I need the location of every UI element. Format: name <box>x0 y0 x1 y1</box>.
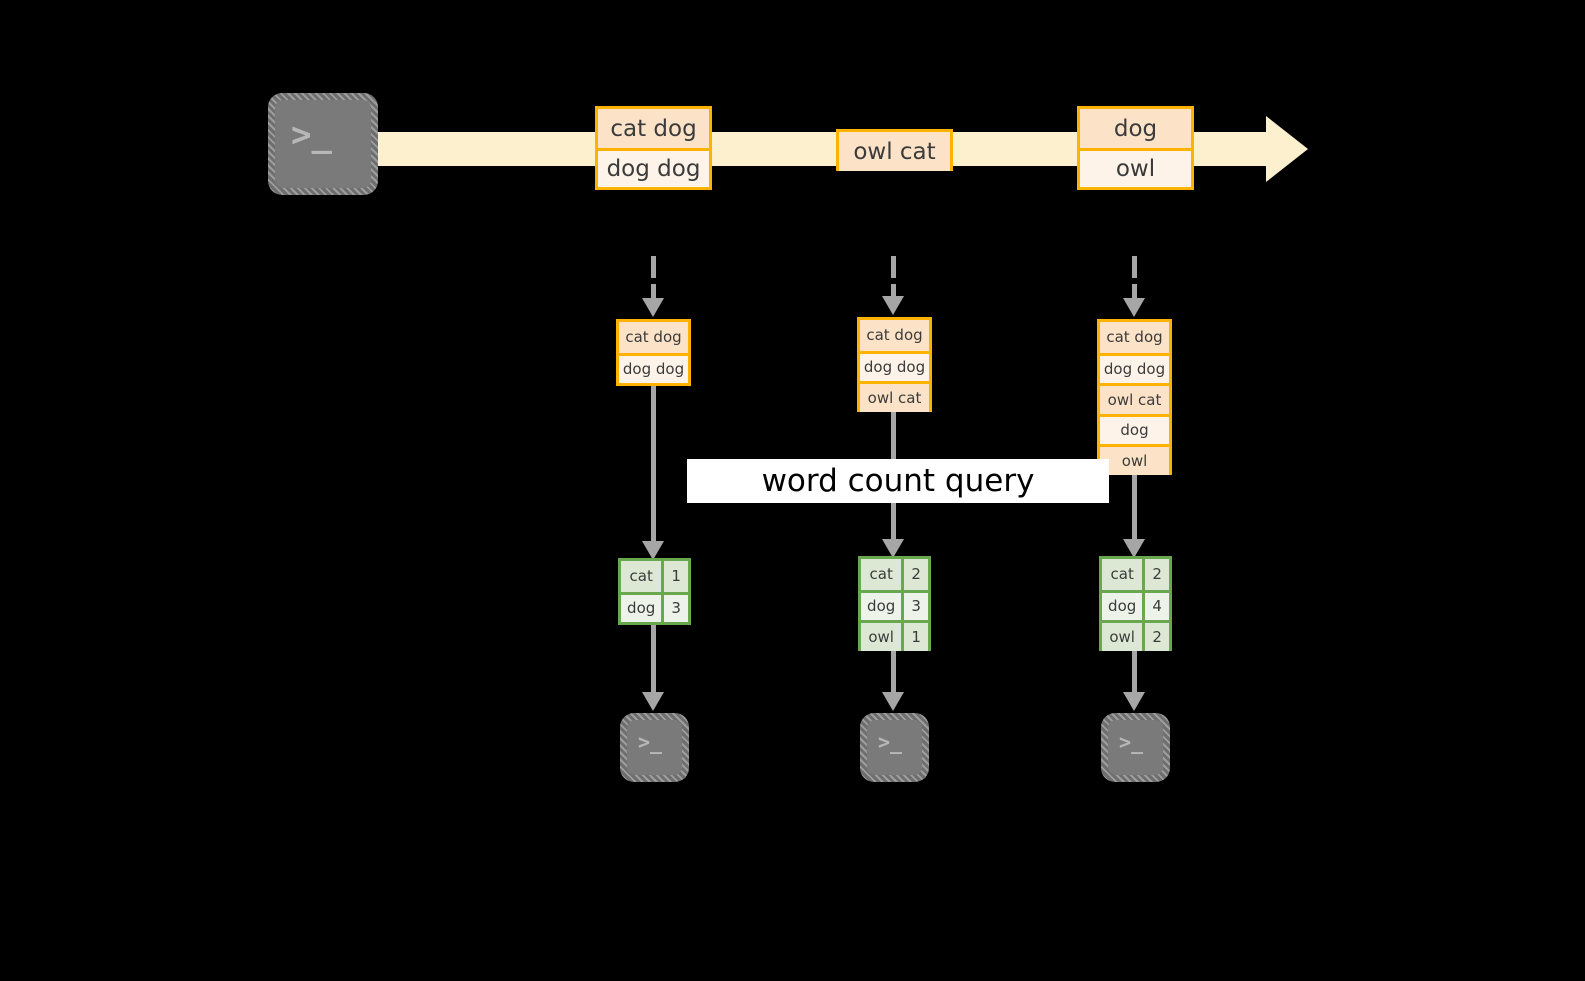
state-snapshot-line: owl <box>1100 444 1169 475</box>
result-count-cell: 3 <box>661 594 688 622</box>
stream-event-line: dog dog <box>598 148 709 187</box>
result-count-cell: 3 <box>901 592 928 620</box>
stream-event-box-3[interactable]: dog owl <box>1077 106 1194 190</box>
state-snapshot-line: owl cat <box>860 381 929 412</box>
sink-arrowhead-1 <box>642 692 664 711</box>
result-row: cat 2 <box>861 559 928 590</box>
state-snapshot-line: dog dog <box>1100 352 1169 383</box>
snapshot-feed-arrow-dash-3a <box>1132 256 1137 278</box>
result-table-1[interactable]: cat 1 dog 3 <box>618 558 691 625</box>
result-word-cell: owl <box>861 623 902 651</box>
result-count-cell: 2 <box>901 559 928 590</box>
sink-arrow-line-2 <box>891 651 896 699</box>
sink-arrow-line-1 <box>651 625 656 697</box>
result-row: owl 1 <box>861 620 928 651</box>
query-arrowhead-1 <box>642 541 664 560</box>
result-word-cell: cat <box>621 561 662 592</box>
terminal-prompt-glyph: >_ <box>638 730 663 754</box>
terminal-prompt-glyph: >_ <box>291 115 332 155</box>
state-snapshot-line: dog dog <box>860 350 929 381</box>
stream-event-line: cat dog <box>598 109 709 148</box>
terminal-prompt-glyph: >_ <box>878 730 903 754</box>
result-word-cell: owl <box>1102 623 1143 651</box>
state-snapshot-line: cat dog <box>1100 322 1169 353</box>
result-word-cell: cat <box>861 559 902 590</box>
source-terminal-screen: >_ <box>275 100 371 188</box>
state-snapshot-line: owl cat <box>1100 383 1169 414</box>
sink-arrow-line-3 <box>1132 651 1137 699</box>
query-arrowhead-3 <box>1123 539 1145 558</box>
result-row: dog 3 <box>621 591 688 622</box>
stream-timeline-arrowhead <box>1266 116 1308 182</box>
snapshot-feed-arrow-dash-2a <box>891 256 896 278</box>
snapshot-feed-arrow-dash-3b <box>1132 284 1137 302</box>
sink-terminal-icon-3[interactable]: >_ <box>1101 713 1170 782</box>
snapshot-feed-arrow-dash-2b <box>891 284 896 302</box>
result-word-cell: dog <box>861 592 902 620</box>
result-table-3[interactable]: cat 2 dog 4 owl 2 <box>1099 556 1172 651</box>
sink-arrowhead-2 <box>882 692 904 711</box>
sink-terminal-screen: >_ <box>867 720 922 775</box>
result-word-cell: dog <box>621 594 662 622</box>
state-snapshot-line: dog dog <box>619 352 688 383</box>
stream-event-box-1[interactable]: cat dog dog dog <box>595 106 712 190</box>
result-count-cell: 1 <box>661 561 688 592</box>
result-count-cell: 4 <box>1142 592 1169 620</box>
state-snapshot-line: dog <box>1100 413 1169 444</box>
query-arrow-line-1 <box>651 386 656 548</box>
sink-arrowhead-3 <box>1123 692 1145 711</box>
state-snapshot-box-3[interactable]: cat dog dog dog owl cat dog owl <box>1097 319 1172 475</box>
result-table-2[interactable]: cat 2 dog 3 owl 1 <box>858 556 931 651</box>
stream-event-box-2[interactable]: owl cat <box>836 129 953 171</box>
query-label-text: word count query <box>761 463 1035 499</box>
snapshot-feed-arrowhead-3 <box>1123 298 1145 317</box>
result-row: cat 2 <box>1102 559 1169 590</box>
stream-event-line: owl cat <box>839 132 950 171</box>
result-word-cell: dog <box>1102 592 1143 620</box>
state-snapshot-line: cat dog <box>619 322 688 353</box>
stream-event-line: dog <box>1080 109 1191 148</box>
result-word-cell: cat <box>1102 559 1143 590</box>
sink-terminal-screen: >_ <box>1108 720 1163 775</box>
state-snapshot-line: cat dog <box>860 320 929 351</box>
result-count-cell: 2 <box>1142 559 1169 590</box>
result-count-cell: 1 <box>901 623 928 651</box>
snapshot-feed-arrow-dash-1b <box>651 284 656 302</box>
terminal-prompt-glyph: >_ <box>1119 730 1144 754</box>
source-terminal-icon[interactable]: >_ <box>268 93 378 195</box>
snapshot-feed-arrowhead-1 <box>642 298 664 317</box>
sink-terminal-screen: >_ <box>627 720 682 775</box>
state-snapshot-box-2[interactable]: cat dog dog dog owl cat <box>857 317 932 412</box>
result-row: owl 2 <box>1102 620 1169 651</box>
query-arrowhead-2 <box>882 539 904 558</box>
state-snapshot-box-1[interactable]: cat dog dog dog <box>616 319 691 386</box>
sink-terminal-icon-2[interactable]: >_ <box>860 713 929 782</box>
result-row: cat 1 <box>621 561 688 592</box>
query-arrow-line-3 <box>1132 475 1137 548</box>
snapshot-feed-arrow-dash-1a <box>651 256 656 278</box>
snapshot-feed-arrowhead-2 <box>882 296 904 315</box>
result-count-cell: 2 <box>1142 623 1169 651</box>
query-label: word count query <box>687 459 1109 503</box>
result-row: dog 4 <box>1102 589 1169 620</box>
stream-event-line: owl <box>1080 148 1191 187</box>
sink-terminal-icon-1[interactable]: >_ <box>620 713 689 782</box>
result-row: dog 3 <box>861 589 928 620</box>
